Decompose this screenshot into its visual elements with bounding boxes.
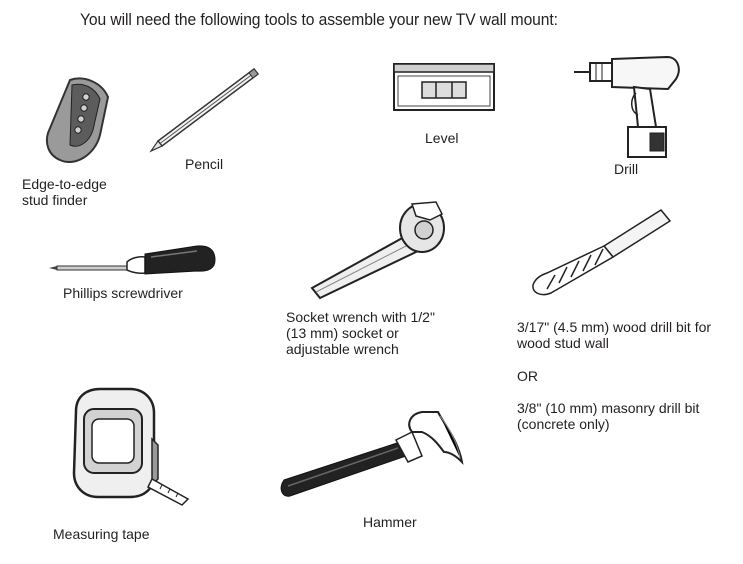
level-label: Level	[425, 130, 459, 146]
hammer-icon	[280, 411, 464, 497]
screwdriver-label: Phillips screwdriver	[63, 285, 183, 301]
stud-finder-icon	[45, 77, 110, 163]
pencil-icon	[149, 67, 260, 153]
socket-wrench-label: Socket wrench with 1/2" (13 mm) socket o…	[286, 309, 435, 357]
level-icon	[393, 63, 495, 111]
measuring-tape-label: Measuring tape	[53, 526, 150, 542]
drill-bit-icon	[532, 209, 672, 296]
pencil-label: Pencil	[185, 156, 224, 172]
drill-icon	[574, 55, 680, 158]
page-title: You will need the following tools to ass…	[80, 10, 558, 29]
hammer-label: Hammer	[363, 514, 417, 530]
drill-label: Drill	[614, 161, 639, 177]
drill-bit-wood-label: 3/17" (4.5 mm) wood drill bit for wood s…	[517, 319, 712, 351]
drill-bit-or-label: OR	[517, 368, 538, 384]
measuring-tape-icon	[72, 387, 190, 506]
drill-bit-masonry-label: 3/8" (10 mm) masonry drill bit (concrete…	[517, 400, 700, 432]
socket-wrench-icon	[310, 201, 445, 300]
stud-finder-label: Edge-to-edge stud finder	[22, 176, 107, 208]
screwdriver-icon	[49, 245, 216, 275]
